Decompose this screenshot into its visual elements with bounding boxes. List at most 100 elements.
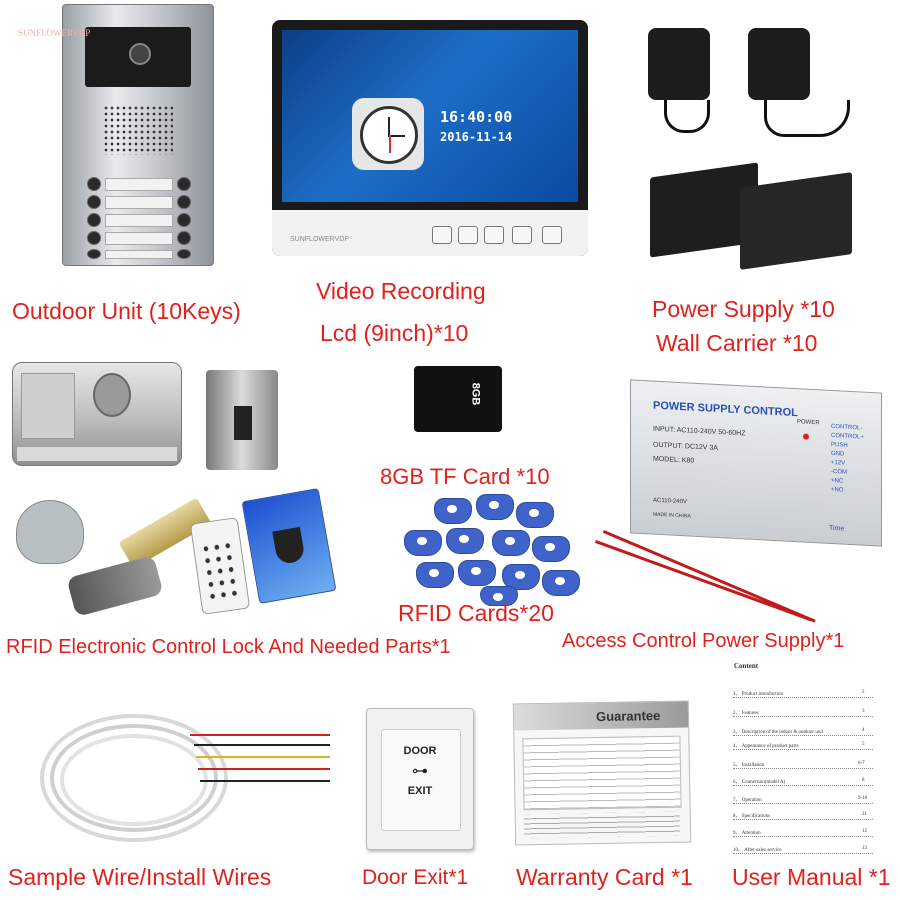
outdoor-key-row [83,249,193,259]
caption-wall-carrier: Wall Carrier *10 [656,330,818,356]
manual-item: 8、 Specifications [733,814,771,819]
manual-page-number: 4 [862,728,865,733]
psu-box: POWER SUPPLY CONTROL POWER INPUT: AC110-… [630,379,882,547]
manual-page-number: 3 [862,709,865,714]
door-exit-line1: DOOR [403,745,437,757]
remote-control-image [189,517,251,615]
rfid-keyfob [434,498,472,524]
manual-item: 6、 Connection(model A) [733,780,786,785]
manual-dot-leader [733,697,873,699]
rfid-keyfob [404,530,442,556]
manual-title: Content [734,662,759,670]
lcd-bezel-bottom [272,210,588,256]
manual-page-number: 6-7 [858,761,865,766]
psu-ac: AC110-240V [653,497,687,506]
rfid-keyfob [480,586,518,606]
manual-item: 3、 Description of the indoor & outdoor u… [733,730,824,735]
rfid-keyfob [446,528,484,554]
wall-carrier-image [740,172,852,270]
caption-outdoor-unit: Outdoor Unit (10Keys) [12,298,241,324]
caption-access-power: Access Control Power Supply*1 [562,630,845,652]
outdoor-unit-watermark: SUNFLOWERVDP [18,28,91,38]
keys-image [66,555,164,617]
manual-dot-leader [733,749,873,751]
manual-page-number: 13 [862,846,867,851]
manual-item: 2、 Features [733,711,759,716]
manual-item: 10、 After-sales service [733,848,782,853]
psu-red-cable [571,530,816,697]
outdoor-key-row [83,177,193,191]
outdoor-key-row [83,213,193,227]
lcd-monitor [272,20,588,256]
rfid-keyfob [542,570,580,596]
outdoor-unit-speaker-grill [103,105,173,155]
outdoor-unit-image [62,4,214,266]
caption-sample-wire: Sample Wire/Install Wires [8,864,272,890]
psu-output: OUTPUT: DC12V 3A [653,441,718,453]
caption-warranty: Warranty Card *1 [516,864,693,890]
monitor-button-icon [484,226,504,244]
rfid-keyfob [532,536,570,562]
door-exit-line2: EXIT [407,785,433,797]
manual-dot-leader [733,785,873,787]
manual-dot-leader [733,735,873,737]
power-adapter-image [748,28,810,100]
caption-power-supply: Power Supply *10 [652,296,835,322]
warranty-card-image: Guarantee [512,700,692,846]
outdoor-key-row [83,195,193,209]
door-exit-button-image: DOOR ⊶ EXIT [366,708,474,850]
rfid-keyfob [502,564,540,590]
lcd-time: 16:40:00 [440,108,513,126]
monitor-button-icon [512,226,532,244]
manual-page-number: 8 [862,778,865,783]
manual-item: 5、 Installation [733,763,765,768]
caption-tf-card: 8GB TF Card *10 [380,464,550,489]
power-adapter-cable [764,100,850,137]
warranty-title: Guarantee [595,707,661,725]
manual-dot-leader [733,836,873,838]
rfid-keyfob [416,562,454,588]
power-adapter-cable [664,100,710,133]
psu-time: Time [829,524,845,533]
clock-icon [352,98,424,170]
manual-dot-leader [733,853,873,855]
lcd-brand: SUNFLOWERVDP [290,236,349,243]
tf-card-image: 8GB [414,366,502,432]
outdoor-key-row [83,231,193,245]
manual-page-number: 11 [862,812,867,817]
monitor-button-icon [432,226,452,244]
rfid-card-image [241,488,337,604]
rfid-keyfob [476,494,514,520]
manual-item: 9、 Attention [733,831,761,836]
psu-terminals: CONTROL- CONTROL+ PUSH GND +12V -COM +NC… [831,423,877,497]
caption-manual: User Manual *1 [732,864,891,890]
psu-model: MODEL: K80 [653,455,695,465]
electronic-lock-image [12,362,182,466]
monitor-button-icon [458,226,478,244]
rfid-keyfob [458,560,496,586]
manual-page-number: 5 [862,742,865,747]
wire-coil-image [20,704,230,854]
caption-rfid-cards: RFID Cards*20 [398,600,554,626]
key-icon: ⊶ [412,763,428,780]
lock-strike-plate [206,370,278,470]
caption-lcd: Lcd (9inch)*10 [320,320,469,346]
lcd-screen [282,30,578,202]
manual-item: 1、 Product introduction [733,692,783,697]
manual-item: 4、 Appearance of product parts [733,744,799,749]
psu-made: MADE IN CHINA [653,511,691,520]
manual-dot-leader [733,803,873,805]
monitor-button-icon [542,226,562,244]
lcd-date: 2016-11-14 [440,130,513,144]
rfid-keyfob-image [16,500,84,564]
manual-dot-leader [733,819,873,821]
rfid-keyfob [492,530,530,556]
psu-input: INPUT: AC110-240V 50-60HZ [653,425,746,438]
tf-card-size: 8GB [469,382,482,406]
psu-power-led [803,433,809,440]
caption-rfid-lock: RFID Electronic Control Lock And Needed … [6,636,451,658]
outdoor-unit-lens [129,43,151,65]
manual-item: 7、 Operation [733,798,762,803]
install-wires-image [190,730,340,790]
manual-page-number: 12 [862,829,867,834]
